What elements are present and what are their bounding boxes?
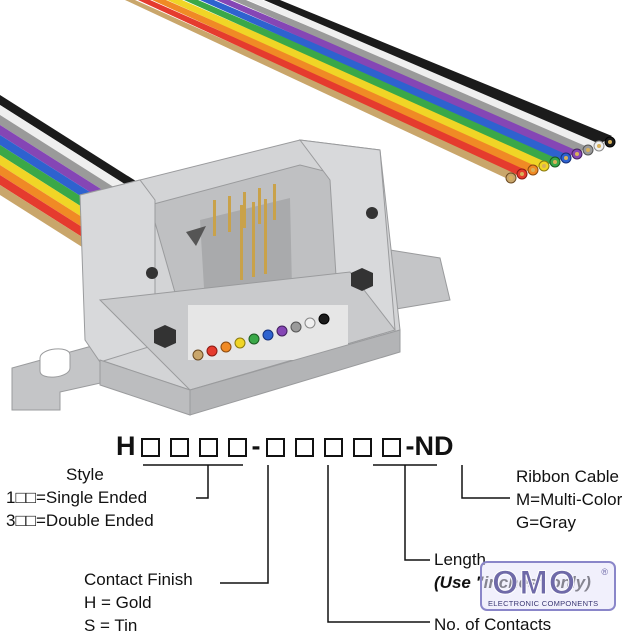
length-digit-box	[352, 438, 372, 457]
idc-connector	[11, 139, 451, 416]
part-number-leaders	[143, 464, 510, 623]
part-suffix: -ND	[405, 431, 454, 461]
ribbon-cable-gray: G=Gray	[516, 513, 576, 532]
length-digit-box	[323, 438, 343, 457]
contacts-digit-box	[294, 438, 314, 457]
omo-logo: OMO	[491, 564, 577, 603]
part-separator: -	[251, 431, 261, 461]
style-digit-box	[169, 438, 189, 457]
contact-finish-tin: S = Tin	[84, 616, 138, 635]
ribbon-cable-title: Ribbon Cable	[516, 467, 620, 486]
contacts-digit-box	[265, 438, 285, 457]
style-title: Style	[66, 465, 104, 484]
registered-mark: ®	[601, 567, 608, 577]
omo-subtitle: ELECTRONIC COMPONENTS	[488, 599, 599, 608]
style-digit-box	[198, 438, 218, 457]
contact-pins	[213, 184, 276, 280]
style-double-ended: 3□□=Double Ended	[6, 511, 154, 530]
style-single-ended: 1□□=Single Ended	[6, 488, 148, 507]
style-digit-box	[140, 438, 160, 457]
contact-finish-title: Contact Finish	[84, 570, 193, 589]
ribbon-cable-right	[125, 0, 616, 184]
contacts-title: No. of Contacts	[434, 615, 552, 634]
contact-finish-gold: H = Gold	[84, 593, 152, 612]
length-title: Length	[434, 550, 486, 569]
ribbon-cable-multicolor: M=Multi-Color	[516, 490, 623, 509]
part-number-format: H - -ND	[116, 431, 454, 462]
finish-digit-box	[227, 438, 247, 457]
part-prefix: H	[116, 431, 136, 461]
omo-watermark: OMO ® ELECTRONIC COMPONENTS	[480, 561, 616, 611]
cable-digit-box	[381, 438, 401, 457]
cable-cross-section	[188, 305, 348, 361]
wire-ends-right	[505, 136, 616, 184]
